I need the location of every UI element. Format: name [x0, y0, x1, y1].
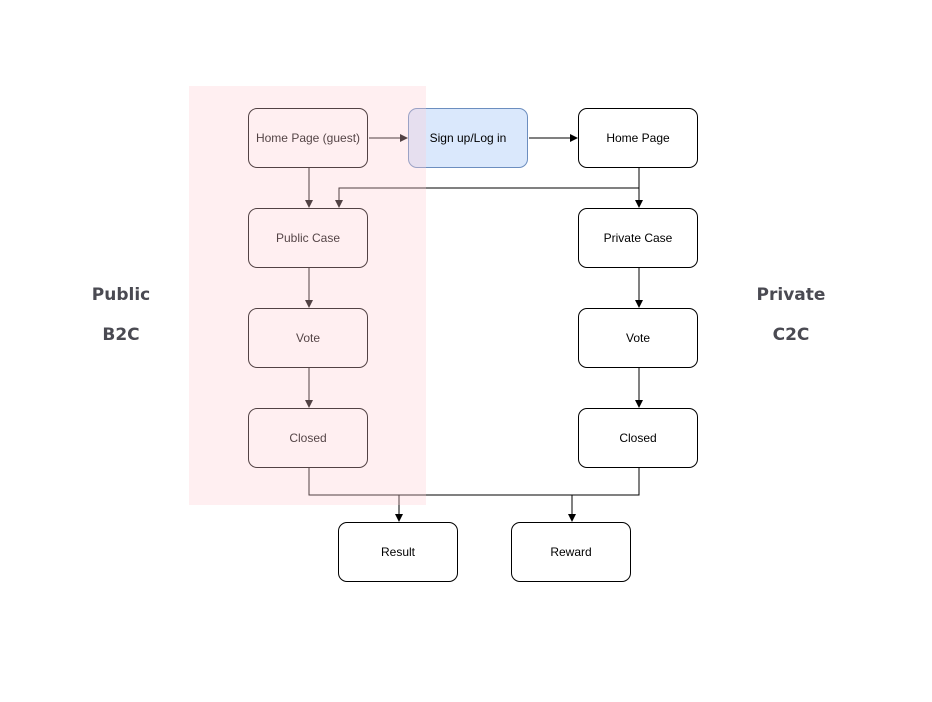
node-home-page: Home Page — [578, 108, 698, 168]
node-reward: Reward — [511, 522, 631, 582]
public-title: Public — [91, 285, 151, 305]
private-title: Private — [756, 285, 826, 305]
node-private-case: Private Case — [578, 208, 698, 268]
node-sign-up-log-in: Sign up/Log in — [408, 108, 528, 168]
node-home-page-guest: Home Page (guest) — [248, 108, 368, 168]
node-private-closed: Closed — [578, 408, 698, 468]
edge-closed-merge — [308, 468, 640, 496]
edge-home-to-public-case — [335, 187, 639, 208]
node-private-vote: Vote — [578, 308, 698, 368]
node-public-case: Public Case — [248, 208, 368, 268]
node-public-closed: Closed — [248, 408, 368, 468]
node-result: Result — [338, 522, 458, 582]
public-subtitle: B2C — [102, 325, 140, 345]
node-public-vote: Vote — [248, 308, 368, 368]
private-subtitle: C2C — [772, 325, 810, 345]
